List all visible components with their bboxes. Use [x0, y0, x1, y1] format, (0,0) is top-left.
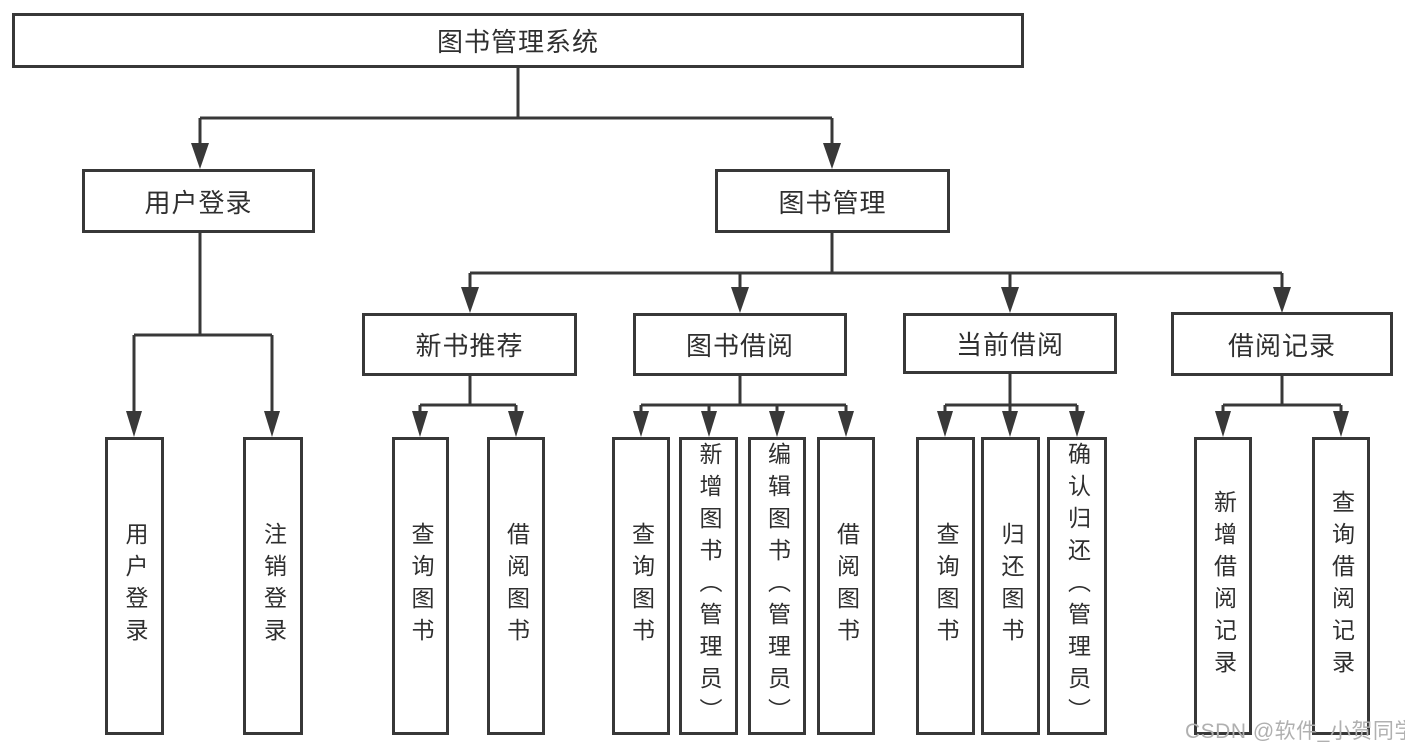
leaf-label: 查询借阅记录 [1328, 490, 1355, 682]
arrowhead [1333, 411, 1349, 437]
connector-book-management-to-level3 [461, 233, 1291, 313]
arrowhead [126, 411, 142, 437]
node-borrowing-records: 借阅记录 [1171, 312, 1393, 376]
arrowhead [1001, 287, 1019, 313]
arrowhead [461, 287, 479, 313]
arrowhead [412, 411, 428, 437]
arrowhead [1273, 287, 1291, 313]
node-current-borrowing: 当前借阅 [903, 313, 1117, 374]
leaf-label: 借阅图书 [833, 522, 860, 650]
node-new-book-recommend: 新书推荐 [362, 313, 577, 376]
leaf-label: 新增图书（管理员） [696, 442, 722, 730]
leaf-query-books-recommend: 查询图书 [392, 437, 449, 735]
leaf-add-borrow-record: 新增借阅记录 [1194, 437, 1252, 735]
arrowhead [769, 411, 785, 437]
arrowhead [264, 411, 280, 437]
leaf-add-book-admin: 新增图书（管理员） [679, 437, 738, 735]
arrowhead [701, 411, 717, 437]
arrowhead [937, 411, 953, 437]
leaf-label: 查询图书 [933, 522, 959, 650]
arrowhead [823, 143, 841, 169]
connector-book-borrowing-to-leaves [633, 376, 854, 437]
leaf-label: 查询图书 [628, 522, 655, 650]
leaf-borrow-books-recommend: 借阅图书 [487, 437, 545, 735]
arrowhead [191, 143, 209, 169]
node-book-management: 图书管理 [715, 169, 950, 233]
leaf-user-login: 用户登录 [105, 437, 164, 735]
leaf-confirm-return-admin: 确认归还（管理员） [1047, 437, 1107, 735]
leaf-logout: 注销登录 [243, 437, 303, 735]
connector-root-to-level2 [191, 68, 841, 169]
leaf-label: 编辑图书（管理员） [764, 442, 791, 730]
arrowhead [1215, 411, 1231, 437]
leaf-label: 查询图书 [408, 522, 434, 650]
arrowhead [1069, 411, 1085, 437]
connector-user-login-to-leaves [126, 233, 280, 437]
leaf-label: 用户登录 [122, 522, 148, 650]
leaf-query-books-borrowing: 查询图书 [612, 437, 670, 735]
csdn-watermark: CSDN @软件_小贺同学 [1185, 720, 1405, 743]
leaf-edit-book-admin: 编辑图书（管理员） [748, 437, 806, 735]
connector-new-book-recommend-to-leaves [412, 376, 524, 437]
node-book-borrowing: 图书借阅 [633, 313, 847, 376]
leaf-return-book: 归还图书 [981, 437, 1040, 735]
connector-borrowing-records-to-leaves [1215, 376, 1349, 437]
leaf-query-borrow-record: 查询借阅记录 [1312, 437, 1370, 735]
connector-current-borrowing-to-leaves [937, 374, 1085, 437]
arrowhead [731, 287, 749, 313]
leaf-label: 注销登录 [260, 522, 287, 650]
leaf-label: 确认归还（管理员） [1064, 442, 1091, 730]
node-user-login: 用户登录 [82, 169, 315, 233]
node-library-system: 图书管理系统 [12, 13, 1024, 68]
arrowhead [1002, 411, 1018, 437]
leaf-query-books-current: 查询图书 [916, 437, 975, 735]
leaf-label: 借阅图书 [503, 522, 530, 650]
arrowhead [838, 411, 854, 437]
leaf-label: 新增借阅记录 [1210, 490, 1237, 682]
leaf-borrow-book: 借阅图书 [817, 437, 875, 735]
arrowhead [633, 411, 649, 437]
arrowhead [508, 411, 524, 437]
leaf-label: 归还图书 [998, 522, 1024, 650]
